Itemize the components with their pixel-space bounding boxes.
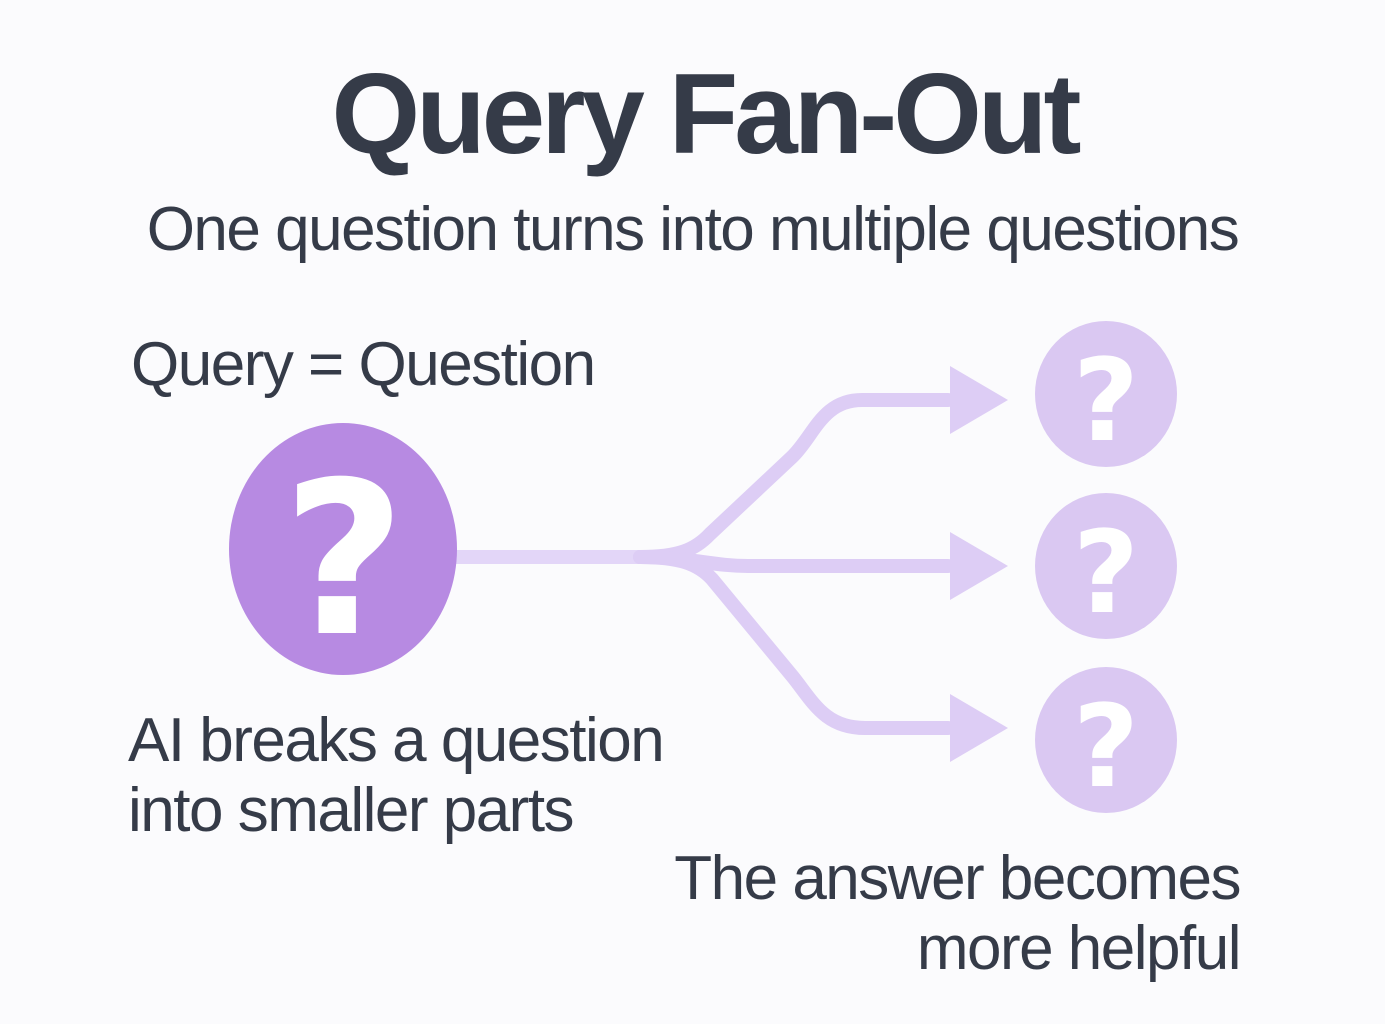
answer-line2: more helpful [916,914,1242,983]
ai-breaks-line2: into smaller parts [128,776,575,845]
page-title: Query Fan-Out [331,51,1081,178]
connector-branch-top [633,393,955,564]
sub-query-node-middle [1035,493,1177,639]
ai-breaks-line1: AI breaks a question [128,706,665,775]
sub-query-node-top [1035,321,1177,467]
answer-line1: The answer becomes [674,844,1241,913]
question-mark-icon: ? [1073,680,1139,813]
sub-query-node-bottom [1035,667,1177,813]
ai-breaks-label: AI breaks a question into smaller parts [128,706,665,846]
query-equals-label: Query = Question [131,330,596,399]
question-mark-icon: ? [283,436,406,683]
arrow-right-bottom-icon [950,694,1008,762]
connector-branch-bottom [633,550,955,735]
main-query-node [229,423,457,675]
arrow-right-top-icon [950,366,1008,434]
answer-helpful-label: The answer becomes more helpful [674,844,1242,984]
question-mark-icon: ? [1073,506,1139,639]
arrow-right-middle-icon [950,532,1008,600]
subtitle: One question turns into multiple questio… [146,195,1240,264]
question-mark-icon: ? [1073,334,1139,467]
